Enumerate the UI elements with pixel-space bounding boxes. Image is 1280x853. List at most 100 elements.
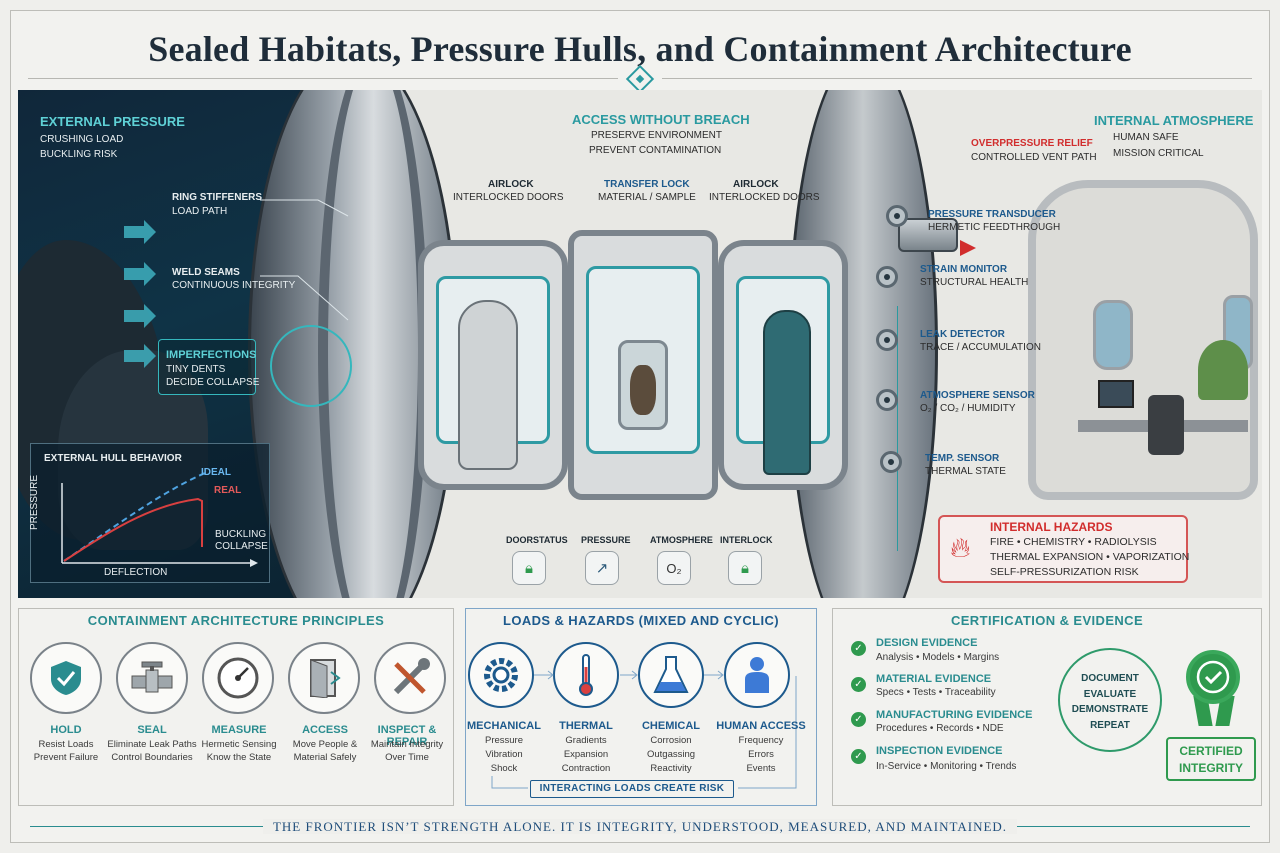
sensor-sub: HERMETIC FEEDTHROUGH [928, 222, 1061, 233]
hazards-line1: FIRE • CHEMISTRY • RADIOLYSIS [990, 536, 1157, 548]
load-line: Outgassing [646, 749, 696, 760]
valve-icon [116, 642, 188, 714]
plant-icon [1198, 340, 1248, 400]
principle-sub: Move People & [292, 739, 358, 750]
principle-sub: Maintain Integrity [370, 739, 444, 750]
graph-plot [61, 472, 258, 567]
lock-icon: 🔒︎ [512, 551, 546, 585]
weld-seams-label: WELD SEAMS [172, 267, 240, 278]
load-line: Errors [748, 749, 774, 760]
evidence-sub: Specs • Tests • Traceability [876, 687, 996, 698]
imperfections-line2: DECIDE COLLAPSE [166, 377, 260, 388]
cycle-step: REPEAT [1090, 719, 1130, 731]
evidence-cycle-ring [1058, 648, 1162, 752]
airlock-right-title: AIRLOCK [733, 179, 779, 190]
check-icon: ✓ [851, 641, 866, 656]
evidence-cycle-text: DOCUMENT EVALUATE DEMONSTRATE REPEAT [1058, 671, 1162, 733]
footer: THE FRONTIER ISN’T STRENGTH ALONE. IT IS… [0, 819, 1280, 835]
thermometer-icon [553, 642, 619, 708]
principle-sub: Prevent Failure [33, 752, 99, 763]
principle-label: HOLD [50, 724, 82, 736]
sensor-title: LEAK DETECTOR [920, 329, 1005, 340]
external-pressure-heading: EXTERNAL PRESSURE [40, 114, 185, 129]
evidence-title: DESIGN EVIDENCE [876, 637, 978, 649]
sensor-sub: TRACE / ACCUMULATION [920, 342, 1041, 353]
imperfections-callout [158, 339, 256, 395]
principle-sub: Know the State [206, 752, 272, 763]
principle-sub: Eliminate Leak Paths [107, 739, 197, 750]
principle-label: ACCESS [302, 724, 348, 736]
principle-sub: Material Safely [293, 752, 357, 763]
pressure-arrow-icon [124, 262, 156, 286]
graph-collapse-label: COLLAPSE [215, 541, 268, 552]
oxygen-icon: O₂ [657, 551, 691, 585]
hazards-line3: SELF-PRESSURIZATION RISK [990, 566, 1139, 578]
certified-label: CERTIFIED [1179, 744, 1243, 758]
load-line: Reactivity [650, 763, 692, 774]
sensor-title: TEMP. SENSOR [925, 453, 1000, 464]
flask-icon [638, 642, 704, 708]
ring-stiffeners-label: RING STIFFENERS [172, 192, 263, 203]
internal-line2: MISSION CRITICAL [1113, 148, 1204, 159]
overpressure-relief-sub: CONTROLLED VENT PATH [971, 152, 1097, 163]
gear-icon [468, 642, 534, 708]
hazards-line2: THERMAL EXPANSION • VAPORIZATION [990, 551, 1190, 563]
evidence-sub: Procedures • Records • NDE [876, 723, 1004, 734]
pressure-arrow-icon [124, 220, 156, 244]
integrity-label: INTEGRITY [1178, 760, 1243, 775]
load-label: CHEMICAL [641, 720, 701, 732]
wrench-screwdriver-icon [374, 642, 446, 714]
office-chair-icon [1148, 395, 1184, 455]
sample-rock [630, 365, 656, 415]
title-rule-left [28, 78, 618, 79]
transfer-lock-sub: MATERIAL / SAMPLE [598, 192, 696, 203]
principles-title: CONTAINMENT ARCHITECTURE PRINCIPLES [87, 613, 385, 628]
callout-lines [260, 199, 349, 321]
internal-heading: INTERNAL ATMOSPHERE [1094, 113, 1254, 128]
principle-sub: Control Boundaries [111, 752, 193, 763]
interacting-loads-label: INTERACTING LOADS CREATE RISK [530, 780, 734, 798]
evidence-sub: In-Service • Monitoring • Trends [876, 761, 1017, 772]
habitat-window [1093, 300, 1133, 370]
pressure-arrows [124, 220, 156, 368]
load-line: Shock [490, 763, 518, 774]
airlock-right-sub: INTERLOCKED DOORS [709, 192, 820, 203]
graph-ideal-label: IDEAL [201, 467, 231, 478]
access-line1: PRESERVE ENVIRONMENT [591, 130, 722, 141]
sensor-sub: THERMAL STATE [925, 466, 1006, 477]
vent-arrow-icon [960, 240, 976, 256]
pressure-transducer-icon [886, 205, 908, 227]
graph-real-label: REAL [214, 485, 242, 496]
transfer-lock-title: TRANSFER LOCK [604, 179, 690, 190]
real-curve [63, 497, 203, 562]
load-line: Gradients [565, 735, 607, 746]
computer-monitor-icon [1098, 380, 1134, 408]
leak-detector-icon [876, 329, 898, 351]
sensor-bus-line [897, 306, 898, 551]
temp-sensor-icon [880, 451, 902, 473]
gauge-icon: ↗ [585, 551, 619, 585]
internal-line1: HUMAN SAFE [1113, 132, 1179, 143]
fire-icon: 🔥︎ [950, 532, 971, 563]
sensor-title: ATMOSPHERE SENSOR [920, 390, 1035, 401]
certified-badge-icon [1186, 650, 1240, 704]
load-line: Contraction [561, 763, 611, 774]
cycle-step: DEMONSTRATE [1071, 704, 1149, 715]
loads-title: LOADS & HAZARDS (MIXED AND CYCLIC) [503, 613, 779, 628]
imperfections-heading: IMPERFECTIONS [166, 349, 257, 361]
evidence-title: MANUFACTURING EVIDENCE [876, 709, 1033, 721]
certification-panel: CERTIFICATION & EVIDENCE [832, 608, 1262, 806]
check-icon: ✓ [851, 712, 866, 727]
sensor-title: STRAIN MONITOR [920, 264, 1008, 275]
pressure-arrow-icon [124, 344, 156, 368]
certification-title: CERTIFICATION & EVIDENCE [950, 613, 1144, 628]
principle-sub: Over Time [385, 752, 429, 763]
principle-sub: Hermetic Sensing [201, 739, 277, 750]
load-line: Expansion [563, 749, 609, 760]
load-label: MECHANICAL [467, 720, 541, 732]
title-rule-right [662, 78, 1252, 79]
atmosphere-status-label: ATMOSPHERE [650, 535, 713, 545]
weld-seams-sub: CONTINUOUS INTEGRITY [172, 280, 296, 291]
person-icon [724, 642, 790, 708]
load-label: THERMAL [559, 720, 613, 732]
